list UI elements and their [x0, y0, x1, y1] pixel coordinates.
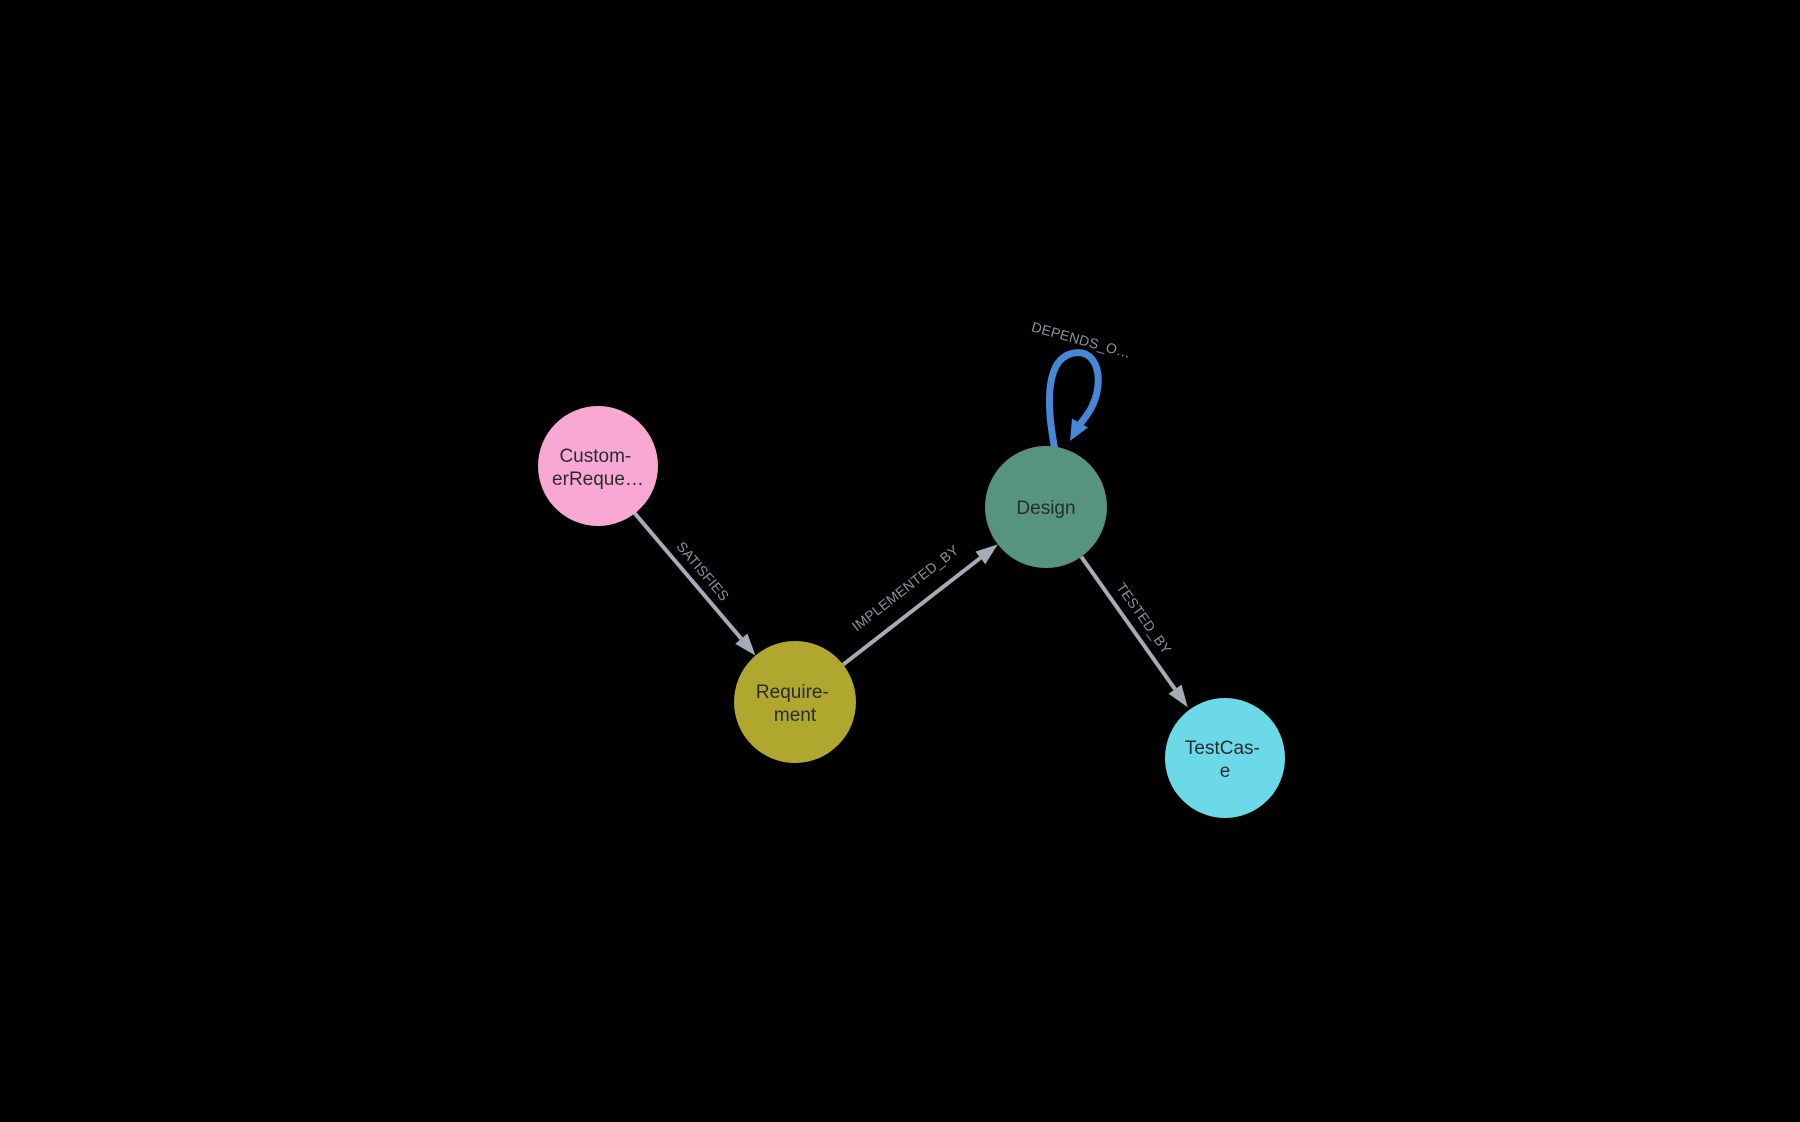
node-design-circle[interactable] [985, 446, 1107, 568]
edge-satisfies-arrowhead[interactable] [735, 633, 756, 656]
node-testcase-circle[interactable] [1165, 698, 1285, 818]
edge-depends-on-arrowhead[interactable] [1070, 418, 1088, 442]
edge-implemented-by-line[interactable] [841, 556, 982, 667]
edge-implemented-by-arrowhead[interactable] [975, 544, 998, 565]
node-requirement-circle[interactable] [734, 641, 856, 763]
edge-tested-by-line[interactable] [1079, 555, 1177, 691]
node-customer-request: Custom- erReque… [538, 406, 658, 526]
edge-satisfies-line[interactable] [629, 508, 743, 640]
edge-tested-by-arrowhead[interactable] [1168, 684, 1188, 708]
node-testcase: TestCas- e [1165, 698, 1285, 818]
node-customer-request-circle[interactable] [538, 406, 658, 526]
edge-depends-on-loop-line[interactable] [1045, 349, 1102, 454]
node-design: Design [985, 446, 1107, 568]
node-requirement: Require- ment [734, 641, 856, 763]
